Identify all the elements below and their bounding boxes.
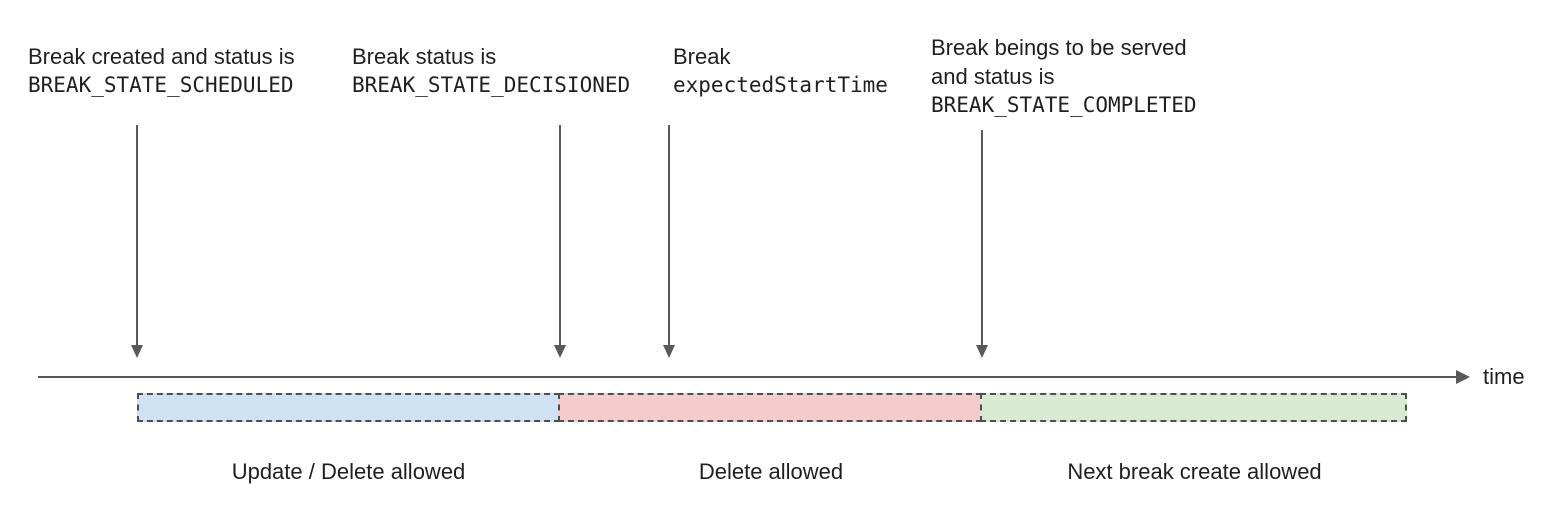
- time-axis-line: [38, 376, 1456, 378]
- annotation-decisioned-text: Break status is: [352, 44, 497, 69]
- annotation-completed-text-line1: Break beings to be served: [931, 35, 1187, 60]
- annotation-completed-state-code: BREAK_STATE_COMPLETED: [931, 93, 1197, 117]
- segment-next-break-create-allowed: [980, 393, 1407, 422]
- down-arrow-expected-start-icon: [668, 125, 670, 345]
- down-arrow-completed-icon: [981, 130, 983, 345]
- segment-delete-allowed: [558, 393, 982, 422]
- annotation-scheduled-text: Break created and status is: [28, 44, 295, 69]
- annotation-break-decisioned: Break status is BREAK_STATE_DECISIONED: [352, 42, 630, 100]
- annotation-expected-start-code: expectedStartTime: [673, 73, 888, 97]
- down-arrow-decisioned-icon: [559, 125, 561, 345]
- segment-label-next-break: Next break create allowed: [1067, 459, 1322, 484]
- annotation-break-scheduled: Break created and status is BREAK_STATE_…: [28, 42, 295, 100]
- annotation-expected-start-time: Break expectedStartTime: [673, 42, 888, 100]
- annotation-completed-text-line2: and status is: [931, 64, 1055, 89]
- down-arrow-scheduled-icon: [136, 125, 138, 345]
- annotation-expected-start-text: Break: [673, 44, 731, 69]
- annotation-scheduled-state-code: BREAK_STATE_SCHEDULED: [28, 73, 294, 97]
- time-axis-label: time: [1483, 364, 1525, 389]
- time-axis-arrowhead-icon: [1456, 370, 1470, 384]
- segment-label-update-delete: Update / Delete allowed: [231, 459, 466, 484]
- annotation-break-completed: Break beings to be served and status is …: [931, 33, 1197, 120]
- segment-update-delete-allowed: [137, 393, 560, 422]
- segment-label-delete: Delete allowed: [698, 459, 844, 484]
- annotation-decisioned-state-code: BREAK_STATE_DECISIONED: [352, 73, 631, 97]
